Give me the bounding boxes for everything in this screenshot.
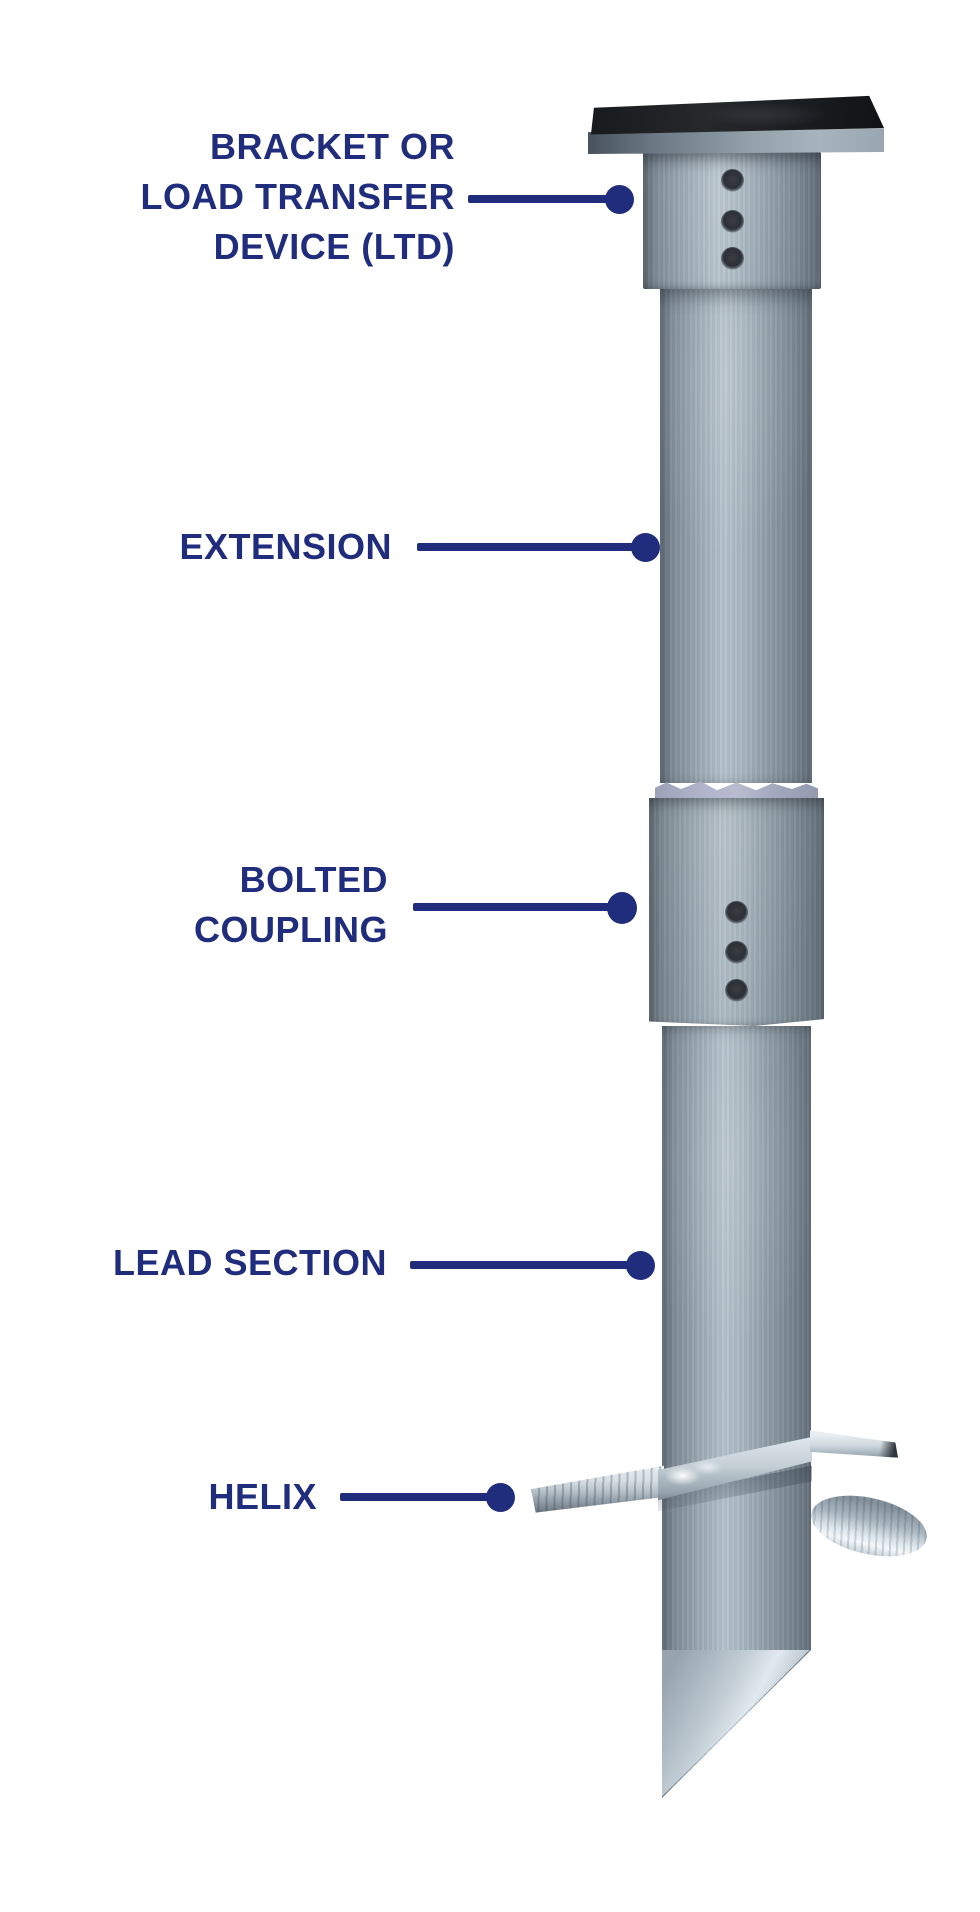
label-bolted-coupling: BOLTED COUPLING bbox=[194, 855, 388, 955]
helix-blade-left bbox=[531, 1465, 664, 1513]
leader-line-bracket bbox=[468, 195, 610, 203]
leader-line-coupling bbox=[413, 903, 611, 911]
leader-dot-coupling bbox=[607, 892, 637, 924]
pile-tip-bevel bbox=[662, 1650, 810, 1797]
bolt-hole bbox=[721, 210, 744, 233]
label-line: DEVICE (LTD) bbox=[213, 226, 455, 267]
bolt-hole bbox=[721, 247, 744, 270]
label-helix: HELIX bbox=[208, 1472, 317, 1522]
leader-dot-lead bbox=[626, 1251, 655, 1280]
label-line: BRACKET OR bbox=[210, 126, 455, 167]
label-lead-section: LEAD SECTION bbox=[113, 1238, 387, 1288]
label-line: HELIX bbox=[208, 1476, 317, 1517]
helix-blade-right bbox=[810, 1430, 898, 1458]
bolt-hole bbox=[721, 169, 744, 192]
leader-line-helix bbox=[340, 1493, 490, 1501]
label-line: BOLTED bbox=[239, 859, 388, 900]
label-line: EXTENSION bbox=[179, 526, 392, 567]
bolt-hole bbox=[725, 979, 748, 1002]
helix-back-disc bbox=[805, 1485, 933, 1567]
leader-dot-bracket bbox=[605, 185, 634, 214]
label-bracket-ltd: BRACKET OR LOAD TRANSFER DEVICE (LTD) bbox=[141, 122, 456, 272]
leader-dot-helix bbox=[486, 1483, 515, 1512]
label-line: LEAD SECTION bbox=[112, 1242, 387, 1283]
weld-seam bbox=[655, 781, 818, 802]
bolt-hole bbox=[725, 901, 748, 924]
leader-dot-extension bbox=[631, 533, 660, 562]
label-extension: EXTENSION bbox=[179, 522, 392, 572]
bolt-hole bbox=[725, 941, 748, 964]
label-line: COUPLING bbox=[193, 909, 388, 950]
leader-line-extension bbox=[417, 543, 635, 551]
label-line: LOAD TRANSFER bbox=[140, 176, 455, 217]
leader-line-lead bbox=[410, 1261, 630, 1269]
extension-shaft bbox=[660, 289, 812, 783]
